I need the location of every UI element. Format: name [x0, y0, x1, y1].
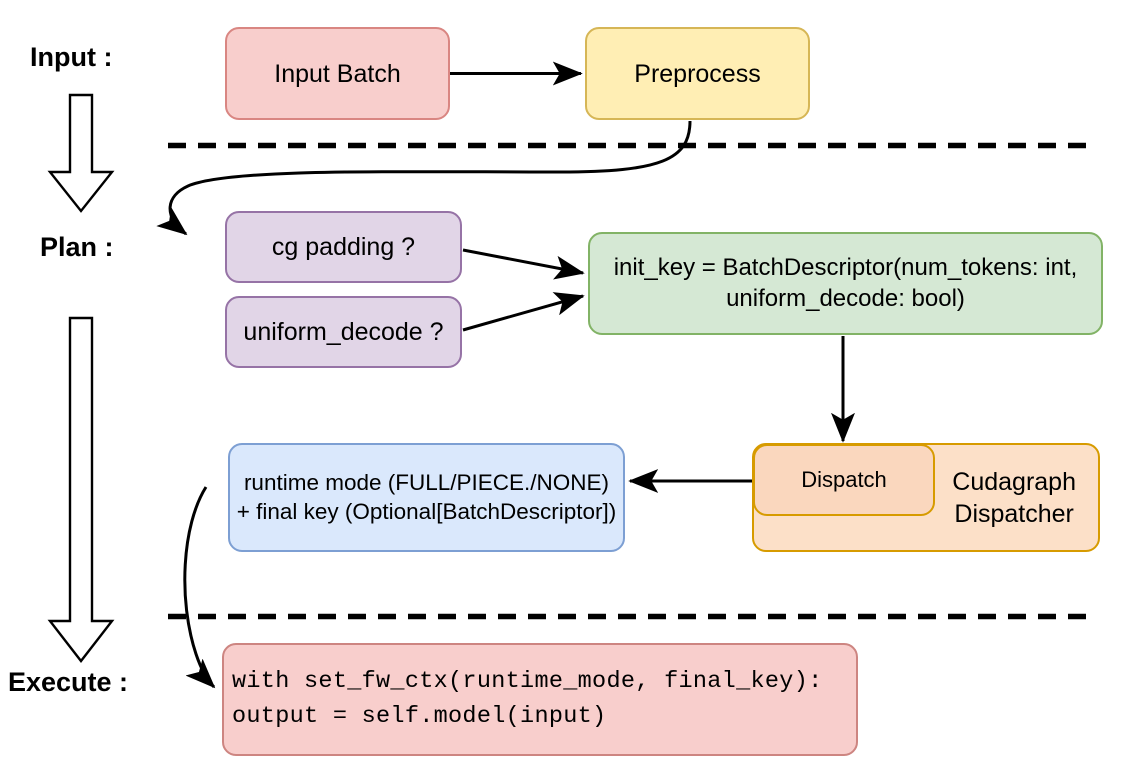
- node-cg-padding[interactable]: cg padding ?: [225, 211, 462, 283]
- node-dispatch-label: Dispatch: [801, 466, 887, 492]
- node-init-key[interactable]: init_key = BatchDescriptor(num_tokens: i…: [588, 232, 1103, 335]
- node-dispatch[interactable]: Dispatch: [753, 444, 935, 516]
- node-execute-code[interactable]: with set_fw_ctx(runtime_mode, final_key)…: [222, 643, 858, 756]
- connector-cg-padding-to-init-key: [462, 248, 585, 280]
- node-runtime-mode-label: runtime mode (FULL/PIECE./NONE) + final …: [236, 469, 617, 524]
- node-init-key-label: init_key = BatchDescriptor(num_tokens: i…: [613, 253, 1078, 312]
- node-cg-padding-label: cg padding ?: [271, 233, 416, 261]
- connector-runtime-mode-to-execute-code: [183, 486, 216, 689]
- node-input-batch-label: Input Batch: [274, 59, 401, 88]
- node-input-batch[interactable]: Input Batch: [225, 27, 450, 120]
- stage-label-plan: Plan :: [40, 232, 114, 262]
- node-uniform-decode-label: uniform_decode ?: [243, 318, 444, 346]
- stage-label-execute: Execute :: [8, 667, 129, 697]
- stage-arrow-plan-to-execute: [47, 316, 115, 663]
- node-execute-code-label: with set_fw_ctx(runtime_mode, final_key)…: [232, 668, 823, 730]
- node-runtime-mode[interactable]: runtime mode (FULL/PIECE./NONE) + final …: [228, 443, 625, 552]
- node-uniform-decode[interactable]: uniform_decode ?: [225, 296, 462, 368]
- stage-label-input: Input :: [30, 42, 113, 72]
- stage-arrow-input-to-plan: [47, 93, 115, 213]
- node-preprocess[interactable]: Preprocess: [585, 27, 810, 120]
- node-preprocess-label: Preprocess: [634, 59, 761, 88]
- connector-uniform-decode-to-init-key: [462, 292, 585, 332]
- node-cudagraph-dispatcher-label: Cudagraph Dispatcher: [952, 467, 1076, 528]
